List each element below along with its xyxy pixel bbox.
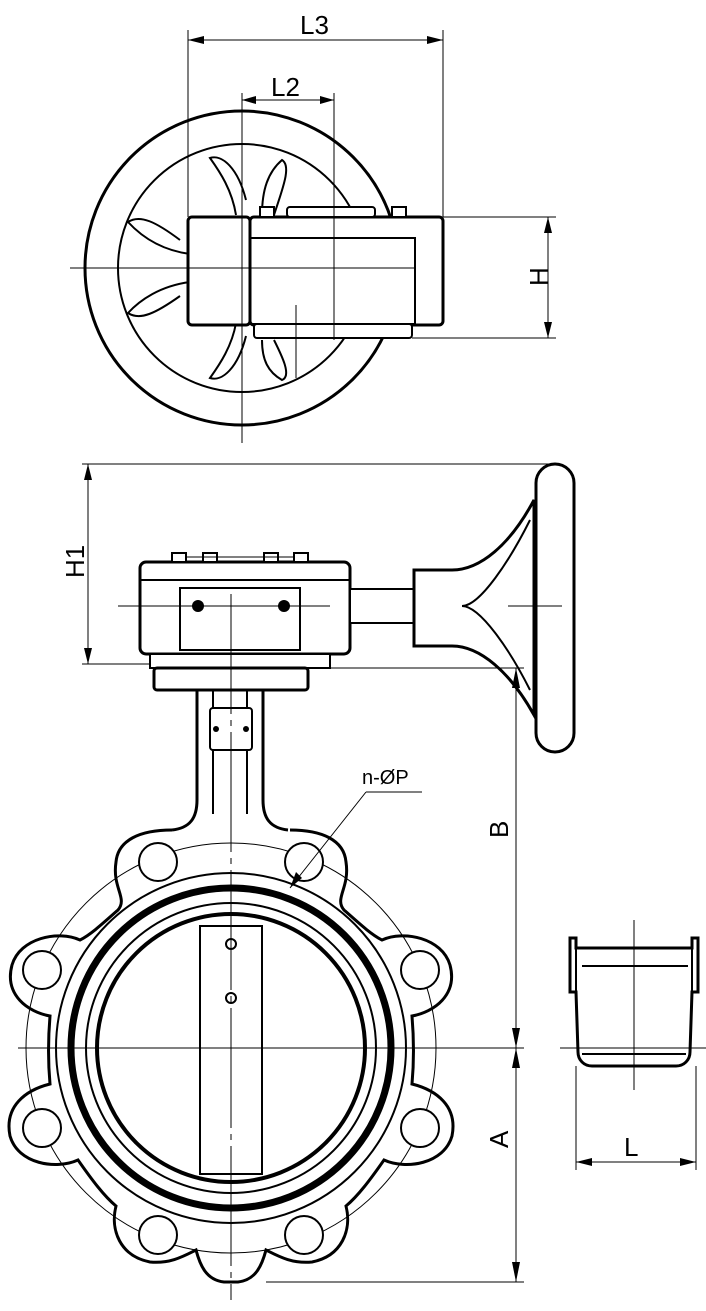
dim-label-L2: L2: [271, 72, 300, 102]
handwheel-hub: [412, 499, 536, 721]
handwheel-spokes: [126, 156, 288, 382]
front-gearbox-window: [179, 587, 301, 651]
dim-label-H: H: [524, 267, 554, 286]
dim-label-L: L: [624, 1132, 638, 1162]
handwheel-rim-side: [534, 462, 576, 754]
dim-label-H1: H1: [60, 545, 90, 578]
gearbox-bottom-plate: [253, 323, 413, 339]
dim-label-L3: L3: [300, 10, 329, 40]
top-view: L3 L2 H: [70, 10, 556, 443]
top-indicator-plate: [286, 206, 376, 218]
dim-label-B: B: [484, 821, 514, 838]
top-bolt-right: [391, 206, 407, 218]
bolt-holes: [22, 842, 440, 1255]
valve-lug-body: [7, 828, 455, 1284]
dim-label-A: A: [484, 1130, 514, 1148]
front-gearbox-body: [138, 560, 352, 656]
label-bolt-holes: n-ØP: [362, 767, 409, 789]
top-bolt-left: [259, 206, 275, 218]
gearbox-left-block: [186, 215, 252, 327]
valve-neck: [171, 690, 289, 832]
front-view: n-ØP H1 B A: [7, 462, 576, 1300]
input-shaft: [349, 588, 415, 624]
side-view: L: [560, 920, 706, 1170]
